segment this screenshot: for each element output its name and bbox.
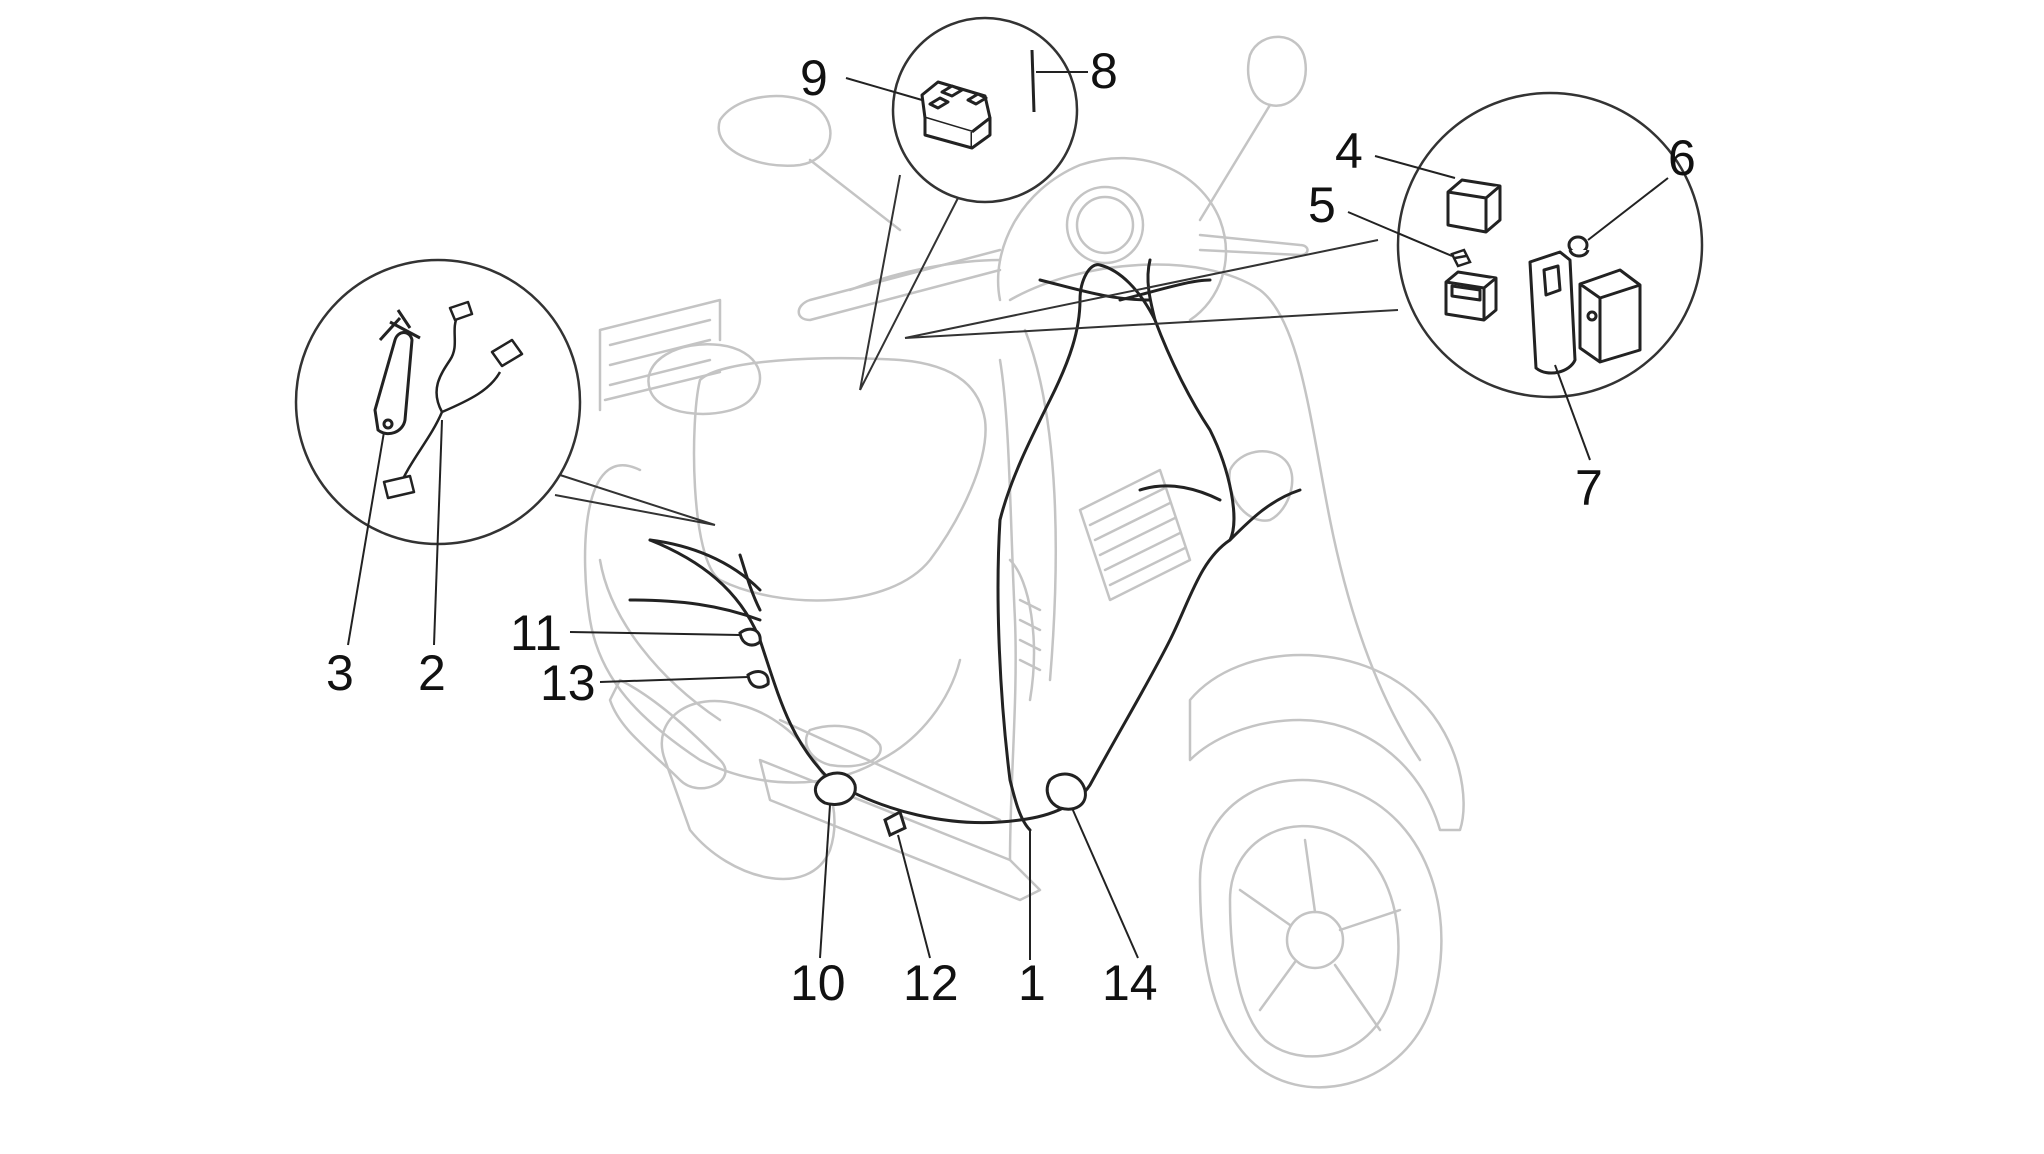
grommet-14	[1045, 772, 1087, 811]
label-5: 5	[1308, 177, 1336, 233]
seat	[692, 356, 987, 602]
front-wheel-tire	[1198, 778, 1443, 1089]
harness-left-branch	[1138, 484, 1222, 502]
handlebar-left	[797, 248, 1002, 322]
mirror-left-stem	[808, 158, 902, 232]
vent-grille	[1078, 468, 1192, 602]
brake-lever-left	[848, 258, 1002, 292]
connector-top	[448, 300, 474, 322]
label-3: 3	[326, 645, 354, 701]
speedometer-inner	[1075, 195, 1135, 255]
harness-rear-branch-b	[628, 598, 762, 622]
leader-lines	[347, 71, 1669, 960]
front-shield-inner	[1023, 328, 1057, 682]
rear-body	[583, 464, 962, 784]
harness-side-branch	[1228, 488, 1302, 542]
part-4-fuse-cover	[1446, 178, 1502, 234]
part-2-sensor-wire	[382, 300, 524, 500]
connector-bottom	[382, 474, 416, 500]
part-6-cap	[1567, 235, 1590, 258]
clip-12	[883, 809, 907, 838]
label-1: 1	[1018, 955, 1046, 1011]
leader-10	[819, 804, 831, 959]
leader-14	[1071, 807, 1139, 959]
detail-circle-right	[904, 91, 1704, 399]
leader-6	[1587, 177, 1669, 241]
rear-body-lower	[598, 558, 722, 722]
leader-4	[1374, 155, 1456, 179]
label-6: 6	[1668, 130, 1696, 186]
front-wheel-hub	[1285, 910, 1345, 970]
label-14: 14	[1102, 955, 1158, 1011]
mirror-left	[717, 94, 832, 167]
label-2: 2	[418, 645, 446, 701]
label-10: 10	[790, 955, 846, 1011]
callout-pointer-right	[904, 239, 1399, 339]
part-3-bracket	[373, 309, 421, 436]
clip-11	[738, 627, 762, 647]
harness-rear-branch-c	[738, 553, 762, 612]
harness-down-left	[996, 518, 1032, 832]
callout-pointer-top	[859, 174, 959, 391]
part-labels: 1 2 3 4 5 6 7 8 9 10 11 12 13 14	[326, 43, 1696, 1011]
part-8-pin	[1030, 49, 1036, 113]
side-compartment	[804, 724, 882, 768]
part-5-fuse	[1450, 248, 1472, 268]
handlebar-right	[1198, 233, 1309, 257]
wiring-harness	[628, 258, 1302, 832]
exhaust	[608, 678, 727, 790]
detail-circle-top	[859, 16, 1079, 391]
leader-13	[599, 676, 749, 683]
label-7: 7	[1575, 460, 1603, 516]
label-11: 11	[510, 605, 562, 661]
front-wheel-rim	[1228, 825, 1400, 1058]
mirror-right	[1246, 35, 1308, 108]
label-8: 8	[1090, 43, 1118, 99]
harness-fittings	[738, 627, 1087, 838]
scooter-outline	[583, 35, 1465, 1089]
vent-lower	[1008, 558, 1042, 702]
harness-main	[648, 318, 1236, 825]
callout-pointer-left	[554, 474, 716, 526]
mirror-right-stem	[1198, 103, 1272, 222]
leader-12	[897, 834, 931, 959]
fuse-holder-base	[1444, 270, 1498, 322]
label-12: 12	[903, 955, 959, 1011]
label-4: 4	[1335, 123, 1363, 179]
front-fender	[1188, 653, 1465, 832]
leg-shield	[998, 358, 1017, 862]
harness-front-branch-a	[1146, 258, 1157, 322]
detail-circle-left	[294, 258, 716, 546]
part-7-bracket	[1528, 250, 1642, 375]
floorboard-edge	[778, 718, 1002, 822]
leader-3	[347, 431, 385, 646]
connector-right	[490, 338, 524, 368]
grommet-10	[813, 771, 857, 806]
part-9-relay	[920, 80, 992, 150]
front-wheel-spokes	[1238, 838, 1402, 1032]
speedometer	[1065, 185, 1145, 265]
seat-back	[647, 342, 762, 416]
leader-9	[845, 77, 923, 101]
leader-7	[1554, 364, 1591, 461]
front-shield	[1008, 263, 1422, 762]
harness-head-branch	[1038, 278, 1152, 302]
harness-front-branch-b	[1118, 278, 1212, 302]
leader-2	[433, 419, 443, 646]
label-9: 9	[800, 50, 828, 106]
label-13: 13	[540, 655, 596, 711]
horn-cover	[1228, 450, 1294, 522]
luggage-rack	[598, 298, 722, 412]
leader-5	[1347, 211, 1453, 257]
clip-13	[746, 670, 770, 689]
leader-11	[569, 631, 741, 636]
harness-front-up	[998, 263, 1157, 522]
